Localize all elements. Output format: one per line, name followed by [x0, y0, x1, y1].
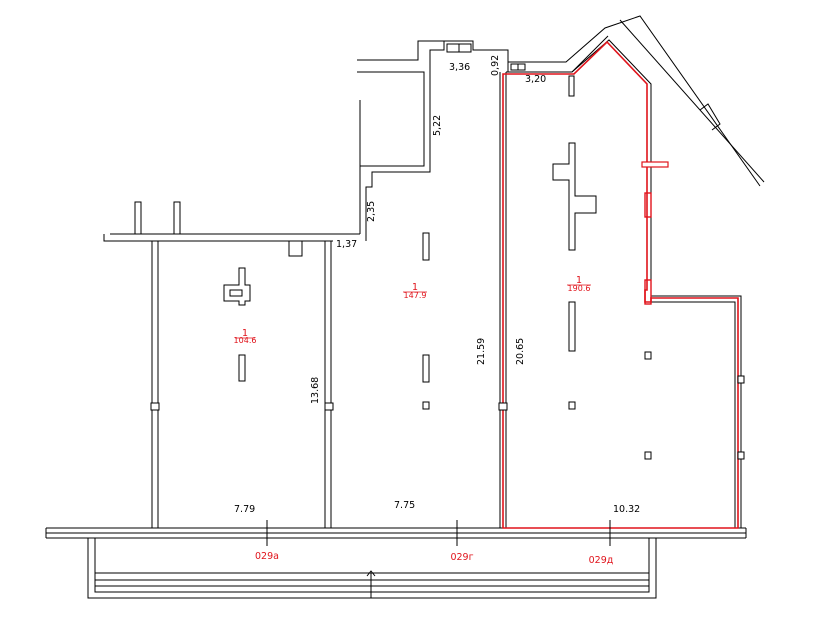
room-number: 1: [242, 328, 248, 339]
room-label-2: 1 147.9: [403, 282, 427, 300]
room-area: 190.6: [568, 284, 591, 293]
entrance-label-g: 029г: [450, 552, 473, 563]
dim-775: 7.75: [394, 500, 415, 511]
dim-1368: 13.68: [310, 377, 321, 404]
dim-2159: 21.59: [476, 338, 487, 365]
entrance-label-d: 029д: [589, 555, 614, 566]
exterior-walls: [45, 15, 765, 539]
dim-092: 0,92: [490, 55, 501, 76]
entrance-label-a: 029а: [255, 551, 279, 562]
room-area: 147.9: [404, 291, 427, 300]
entrance-markers: [266, 520, 611, 546]
dim-522: 5,22: [432, 115, 443, 136]
front-terrace: [87, 538, 657, 599]
room-label-3: 1 190.6: [567, 275, 591, 293]
dim-2065: 20.65: [515, 338, 526, 365]
vent-marker-red: [641, 161, 669, 168]
room-area: 104.6: [234, 336, 257, 345]
dim-336: 3,36: [449, 62, 470, 73]
room-number: 1: [576, 275, 582, 286]
dim-779: 7.79: [234, 504, 255, 515]
dim-137: 1,37: [336, 239, 357, 250]
structural-elements: [150, 75, 745, 460]
window-marker-red: [644, 192, 652, 218]
dim-320: 3,20: [525, 74, 546, 85]
dim-1032: 10.32: [613, 504, 640, 515]
dim-235: 2,35: [366, 201, 377, 222]
selected-room-outline: [502, 40, 739, 529]
room-number: 1: [412, 282, 418, 293]
room-label-1: 1 104.6: [234, 328, 257, 345]
window-marker-red-2: [644, 279, 652, 305]
